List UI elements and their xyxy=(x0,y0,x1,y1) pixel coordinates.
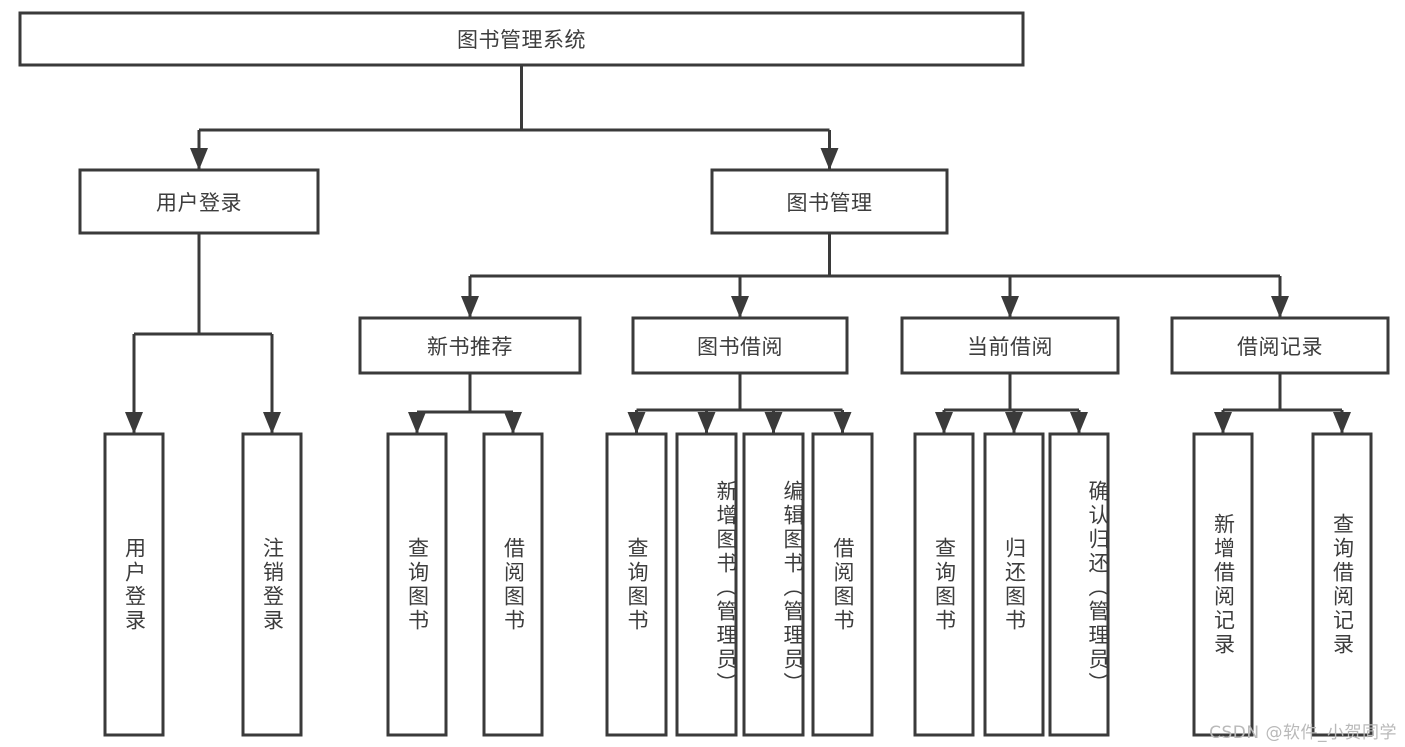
arrow-head-root-to-book-manage xyxy=(820,148,839,170)
arrow-head-book-borrow-to-leaf-borrow-book-2 xyxy=(833,412,852,434)
node-leaf-return-book[interactable] xyxy=(983,432,1045,737)
node-new-book-rec[interactable] xyxy=(358,316,582,375)
node-leaf-add-book[interactable] xyxy=(675,432,738,737)
boxes-layer xyxy=(18,11,1390,737)
node-leaf-confirm-return[interactable] xyxy=(1048,432,1110,737)
arrow-head-borrow-record-to-leaf-query-record xyxy=(1333,412,1351,434)
node-book-manage[interactable] xyxy=(710,168,949,235)
node-leaf-user-login[interactable] xyxy=(103,432,165,737)
arrow-head-borrow-record-to-leaf-add-record xyxy=(1214,412,1232,434)
edges-layer xyxy=(125,65,1351,434)
node-leaf-query-record[interactable] xyxy=(1311,432,1373,737)
node-leaf-borrow-book-2[interactable] xyxy=(811,432,874,737)
node-root[interactable] xyxy=(18,11,1025,67)
node-leaf-edit-book[interactable] xyxy=(742,432,805,737)
node-leaf-query-book-3[interactable] xyxy=(913,432,975,737)
arrow-head-book-manage-to-new-book-rec xyxy=(461,296,479,318)
node-leaf-query-book-2[interactable] xyxy=(605,432,668,737)
node-leaf-add-record[interactable] xyxy=(1192,432,1254,737)
arrow-head-current-borrow-to-leaf-confirm-return xyxy=(1070,412,1088,434)
node-book-borrow[interactable] xyxy=(631,316,849,375)
arrow-head-current-borrow-to-leaf-return-book xyxy=(1005,412,1023,434)
arrow-head-new-book-rec-to-leaf-borrow-book-1 xyxy=(504,412,522,434)
watermark: CSDN @软件_小贺同学 xyxy=(1209,723,1397,743)
arrow-head-book-manage-to-borrow-record xyxy=(1271,296,1289,318)
node-leaf-borrow-book-1[interactable] xyxy=(482,432,544,737)
arrow-head-book-manage-to-current-borrow xyxy=(1001,296,1019,318)
arrow-head-user-login-to-leaf-user-login xyxy=(125,412,143,434)
node-current-borrow[interactable] xyxy=(900,316,1120,375)
arrow-head-new-book-rec-to-leaf-query-book-1 xyxy=(408,412,426,434)
arrow-head-book-borrow-to-leaf-query-book-2 xyxy=(627,412,646,434)
arrow-head-book-manage-to-book-borrow xyxy=(731,296,749,318)
arrow-head-user-login-to-leaf-logout xyxy=(263,412,281,434)
node-leaf-query-book-1[interactable] xyxy=(386,432,448,737)
node-leaf-logout[interactable] xyxy=(241,432,303,737)
node-user-login[interactable] xyxy=(78,168,320,235)
arrow-head-book-borrow-to-leaf-add-book xyxy=(697,412,716,434)
node-borrow-record[interactable] xyxy=(1170,316,1390,375)
arrow-head-current-borrow-to-leaf-query-book-3 xyxy=(935,412,953,434)
arrow-head-root-to-user-login xyxy=(190,148,208,170)
arrow-head-book-borrow-to-leaf-edit-book xyxy=(764,412,783,434)
